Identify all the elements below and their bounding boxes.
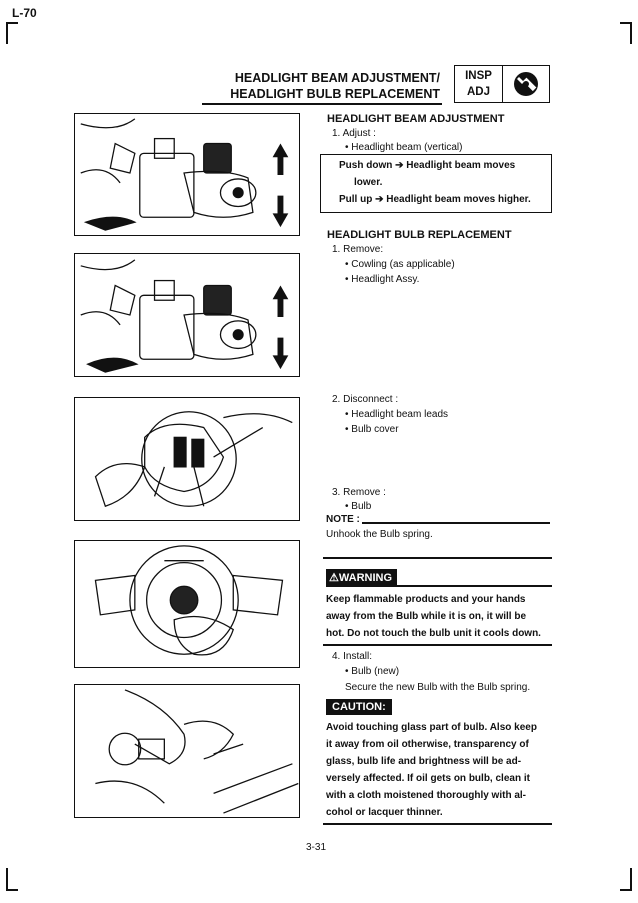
warning-line: away from the Bulb while it is on, it wi… xyxy=(326,611,527,622)
bulb-step-1-item: • Headlight Assy. xyxy=(345,274,420,285)
crop-mark xyxy=(630,22,632,44)
divider-rule xyxy=(323,557,552,559)
headlight-assembly-illustration xyxy=(80,259,289,373)
crop-mark xyxy=(630,868,632,890)
caution-line: Avoid touching glass part of bulb. Also … xyxy=(326,722,537,733)
crop-mark xyxy=(620,22,632,24)
caution-badge: CAUTION: xyxy=(326,699,392,715)
bulb-step-2-item: • Headlight beam leads xyxy=(345,409,449,420)
page-number: 3-31 xyxy=(306,842,327,853)
caution-line: glass, bulb life and brightness will be … xyxy=(326,756,522,767)
figure-bulb-install xyxy=(74,684,300,818)
crop-mark xyxy=(6,22,18,24)
box-line-1: Push down ➔ Headlight beam moves xyxy=(339,160,516,171)
bulb-leads-disconnect-illustration xyxy=(94,411,293,508)
beam-step-1-item: • Headlight beam (vertical) xyxy=(345,142,463,153)
warning-badge: ⚠WARNING xyxy=(326,569,398,587)
warning-rule xyxy=(384,585,552,587)
beam-adjustment-heading: HEADLIGHT BEAM ADJUSTMENT xyxy=(327,113,505,125)
beam-direction-box: Push down ➔ Headlight beam moves lower. … xyxy=(320,154,552,213)
bulb-step-1-item: • Cowling (as applicable) xyxy=(345,259,455,270)
warning-icon: ⚠ xyxy=(329,572,339,584)
bulb-replacement-heading: HEADLIGHT BULB REPLACEMENT xyxy=(327,229,512,241)
badge-line-2: ADJ xyxy=(466,86,490,98)
note-rule xyxy=(362,522,550,524)
warning-line: hot. Do not touch the bulb unit it cools… xyxy=(326,628,541,639)
title-line-2: HEADLIGHT BULB REPLACEMENT xyxy=(230,87,440,101)
warning-label: WARNING xyxy=(338,572,393,584)
bulb-install-hand-illustration xyxy=(95,689,299,814)
crop-mark xyxy=(6,868,8,890)
caution-line: versely affected. If oil gets on bulb, c… xyxy=(326,773,530,784)
caution-line: with a cloth moistened thoroughly with a… xyxy=(326,790,526,801)
bulb-step-4: 4. Install: xyxy=(332,651,373,662)
box-line-3: Pull up ➔ Headlight beam moves higher. xyxy=(339,194,531,205)
note-text: Unhook the Bulb spring. xyxy=(326,529,433,540)
crop-mark xyxy=(6,22,8,44)
crop-mark xyxy=(6,889,18,891)
warning-bottom-rule xyxy=(323,644,552,646)
figure-headlight-assembly xyxy=(74,253,300,377)
bulb-step-4-sub: Secure the new Bulb with the Bulb spring… xyxy=(345,682,531,693)
beam-step-1: 1. Adjust : xyxy=(332,128,376,139)
caution-line: it away from oil otherwise, transparency… xyxy=(326,739,529,750)
badge-line-1: INSP xyxy=(465,70,492,82)
bulb-step-4-item: • Bulb (new) xyxy=(345,666,400,677)
badge-label: INSP ADJ xyxy=(455,66,503,102)
warning-line: Keep flammable products and your hands xyxy=(326,594,526,605)
bulb-step-2: 2. Disconnect : xyxy=(332,394,399,405)
bulb-step-1: 1. Remove: xyxy=(332,244,384,255)
bulb-step-3: 3. Remove : xyxy=(332,487,386,498)
bulb-step-3-item: • Bulb xyxy=(345,501,372,512)
page-id-label: L-70 xyxy=(12,6,37,20)
bulb-spring-removal-illustration xyxy=(94,545,284,656)
section-badge: INSP ADJ xyxy=(454,65,550,103)
bulb-step-2-item: • Bulb cover xyxy=(345,424,399,435)
headlight-adjust-screw-illustration xyxy=(80,118,289,231)
caution-line: cohol or lacquer thinner. xyxy=(326,807,443,818)
figure-bulb-spring xyxy=(74,540,300,668)
caution-bottom-rule xyxy=(323,823,552,825)
page-title: HEADLIGHT BEAM ADJUSTMENT/ HEADLIGHT BUL… xyxy=(204,70,440,102)
box-line-2: lower. xyxy=(354,177,383,188)
note-label: NOTE : xyxy=(326,514,360,525)
crop-mark xyxy=(620,889,632,891)
title-underline xyxy=(202,103,442,105)
figure-disconnect-leads xyxy=(74,397,300,521)
title-line-1: HEADLIGHT BEAM ADJUSTMENT/ xyxy=(234,71,440,85)
wrench-icon xyxy=(505,68,547,100)
figure-headlight-adjust xyxy=(74,113,300,236)
